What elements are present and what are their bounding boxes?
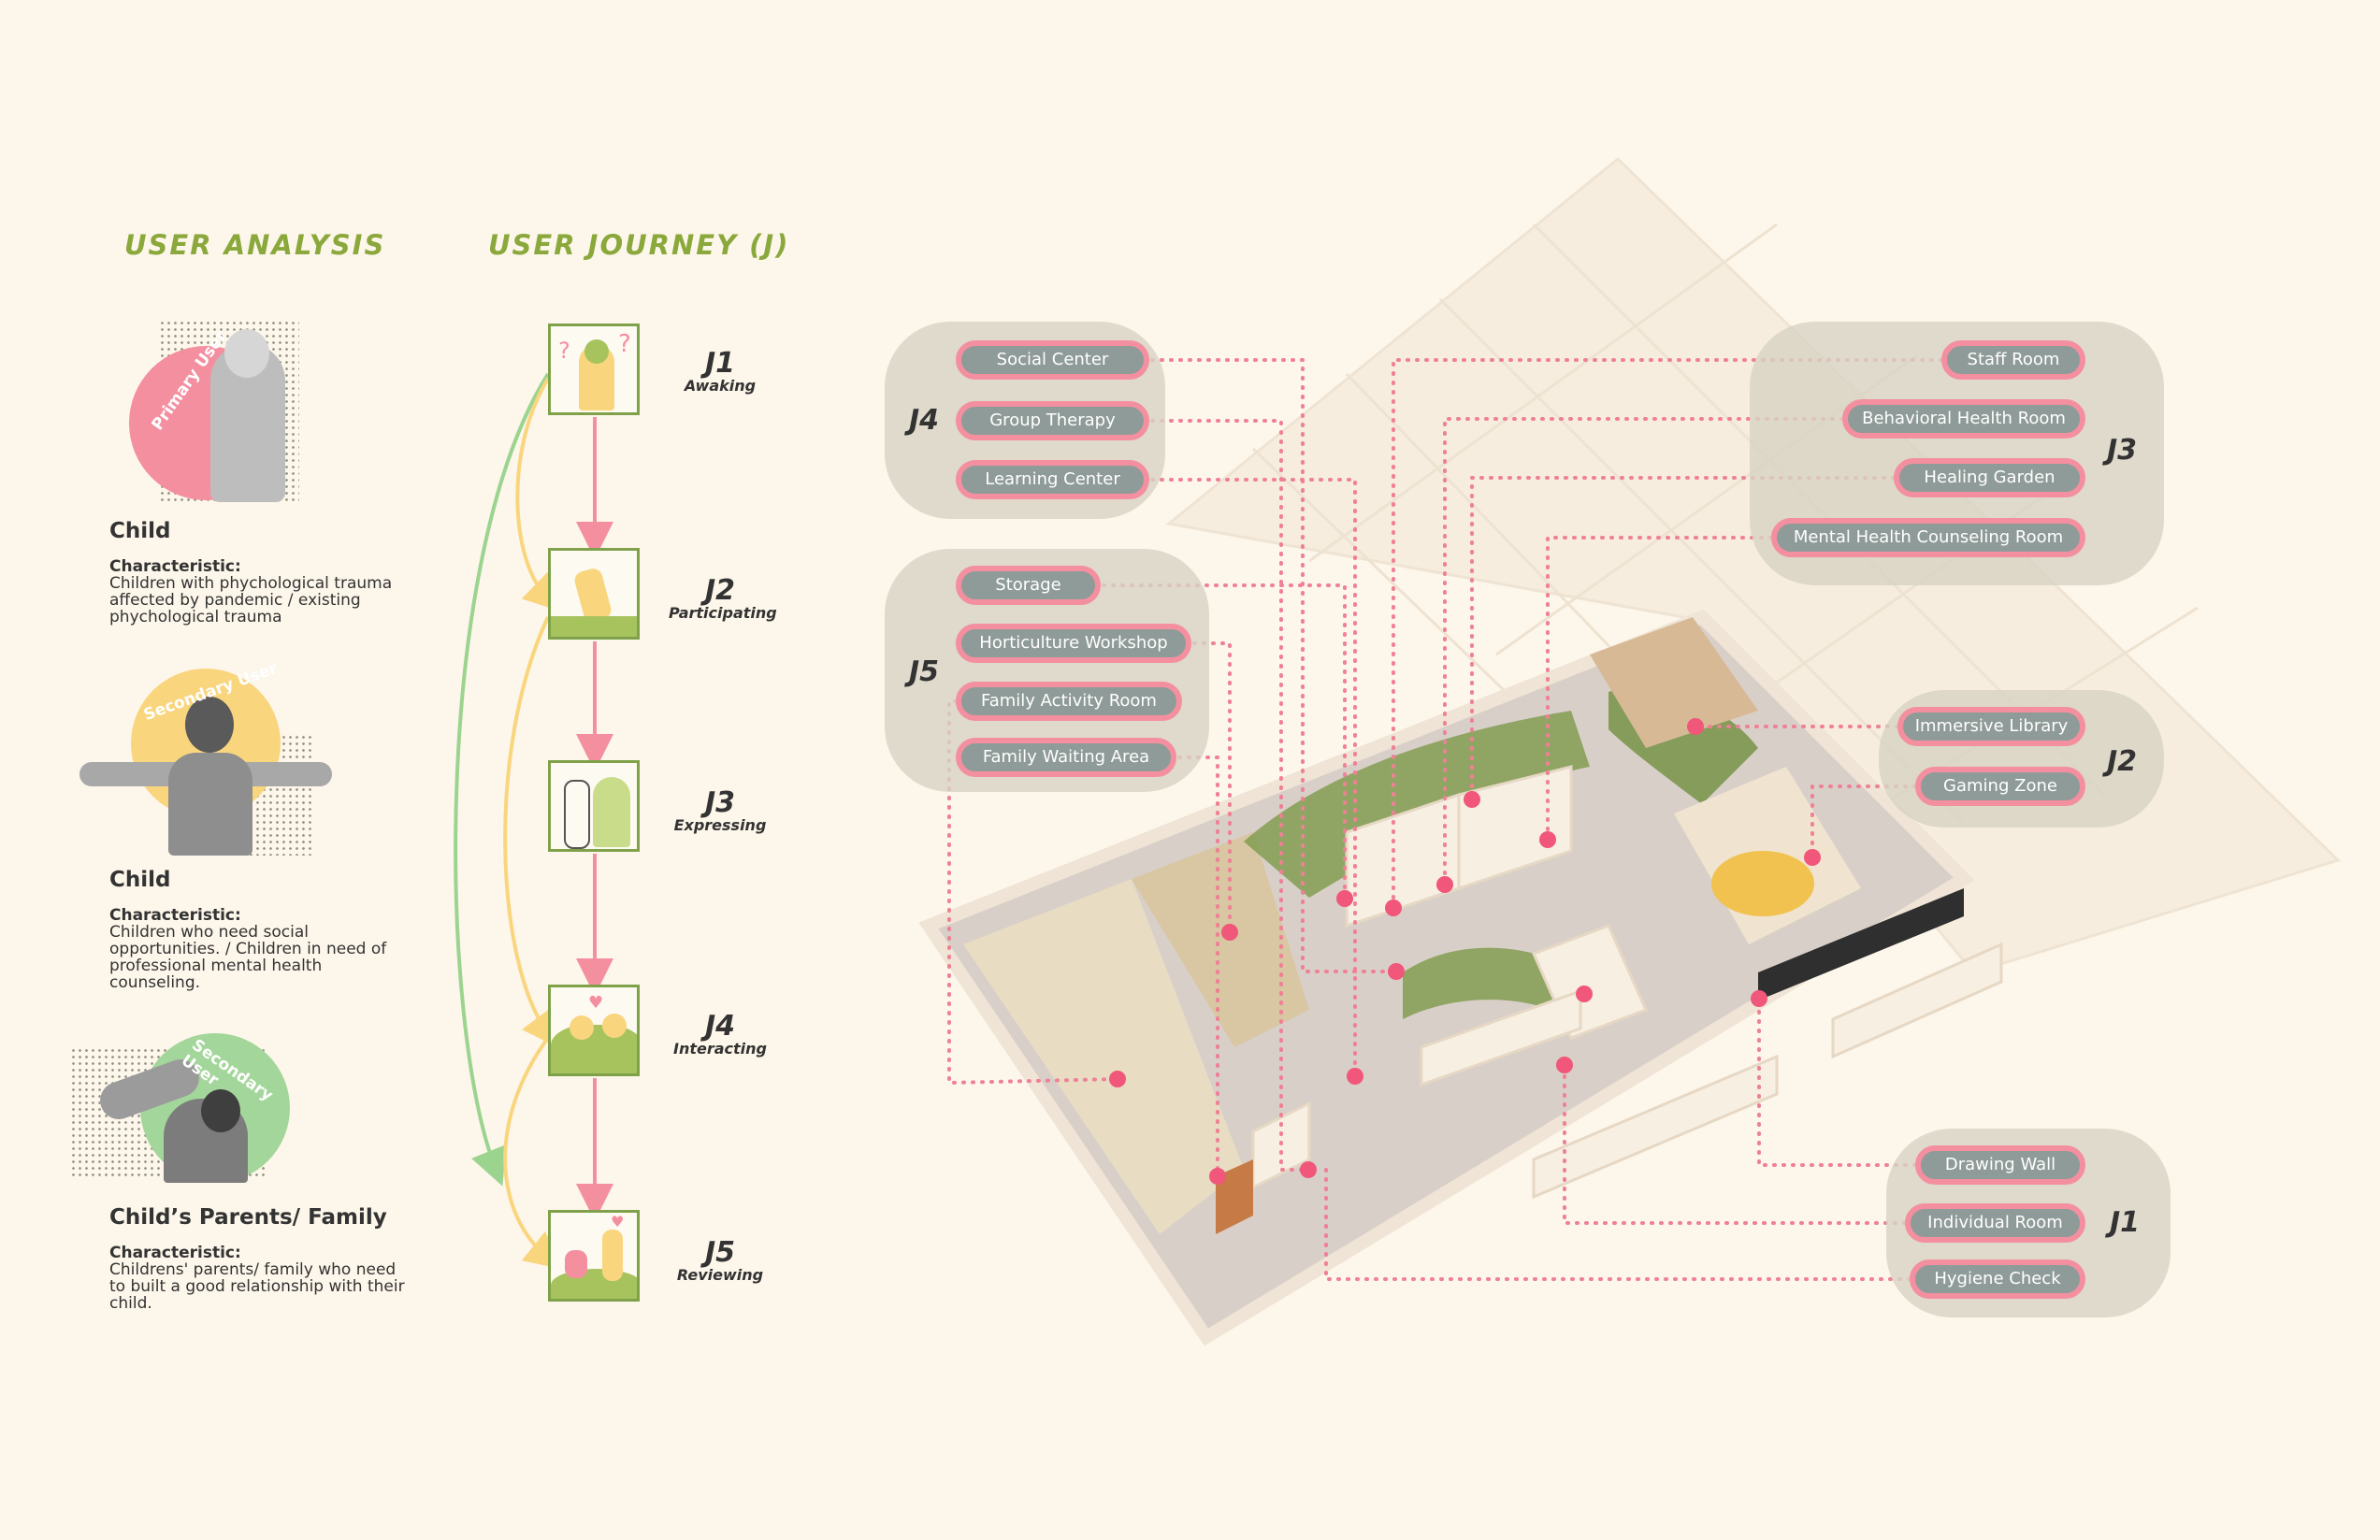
user-characteristic: Characteristic:Children with phychologic…: [109, 558, 409, 626]
yellow-flow-arrows: [503, 377, 563, 1270]
user-journey-title: USER JOURNEY (J): [488, 229, 790, 261]
user-characteristic: Characteristic:Childrens' parents/ famil…: [109, 1245, 409, 1312]
step-label: Expressing: [673, 816, 767, 834]
step-label: Reviewing: [676, 1266, 764, 1284]
characteristic-label: Characteristic:: [109, 906, 241, 925]
user-characteristic: Characteristic:Children who need social …: [109, 907, 409, 991]
drawing-wall-screen: [1758, 888, 1964, 1000]
zone-label-j3: J3: [2107, 434, 2138, 467]
step-id: J3: [704, 786, 736, 819]
room-tag-gaming-zone[interactable]: Gaming Zone: [1915, 767, 2085, 806]
room-tag-family-activity-room[interactable]: Family Activity Room: [956, 682, 1182, 721]
user-analysis-title: USER ANALYSIS: [124, 229, 386, 261]
healing-garden-green: [1244, 711, 1590, 898]
room-tag-staff-room[interactable]: Staff Room: [1941, 340, 2085, 380]
room-tag-horticulture-workshop[interactable]: Horticulture Workshop: [956, 624, 1191, 663]
characteristic-text: Children with phychological trauma affec…: [109, 574, 393, 626]
room-tag-social-center[interactable]: Social Center: [956, 340, 1149, 380]
room-tag-healing-garden[interactable]: Healing Garden: [1894, 458, 2085, 497]
green-flow-arrow: [454, 372, 550, 1187]
zone-label-j2: J2: [2107, 745, 2138, 778]
room-markers: [1109, 718, 1821, 1185]
room-tag-hygiene-check[interactable]: Hygiene Check: [1910, 1259, 2085, 1299]
room-tag-mental-health-counseling-room[interactable]: Mental Health Counseling Room: [1771, 518, 2085, 557]
secondary-user-family-photo: Secondary User: [61, 1033, 295, 1230]
room-tag-storage[interactable]: Storage: [956, 566, 1101, 605]
characteristic-label: Characteristic:: [109, 557, 241, 576]
user-name: Child: [109, 868, 171, 892]
step-label: Interacting: [673, 1040, 767, 1058]
main-floor: [918, 609, 2003, 1346]
room-tag-learning-center[interactable]: Learning Center: [956, 460, 1149, 499]
room-tag-family-waiting-area[interactable]: Family Waiting Area: [956, 738, 1176, 777]
zone-label-j4: J4: [909, 404, 940, 437]
zone-label-j1: J1: [2110, 1206, 2141, 1239]
zone-label-j5: J5: [909, 655, 940, 688]
step-label: Participating: [669, 604, 777, 622]
journey-illustration-j2: [548, 548, 640, 640]
room-tag-behavioral-health-room[interactable]: Behavioral Health Room: [1842, 399, 2085, 439]
step-id: J1: [704, 347, 736, 380]
secondary-user-child-photo: Secondary User: [75, 659, 346, 856]
room-tag-drawing-wall[interactable]: Drawing Wall: [1915, 1145, 2085, 1185]
step-id: J4: [704, 1010, 736, 1043]
characteristic-text: Childrens' parents/ family who need to b…: [109, 1260, 405, 1313]
primary-user-photo: Primary User: [122, 320, 402, 516]
room-tag-group-therapy[interactable]: Group Therapy: [956, 401, 1149, 440]
journey-illustration-j1: ??: [548, 324, 640, 415]
characteristic-text: Children who need social opportunities. …: [109, 923, 387, 992]
room-tag-individual-room[interactable]: Individual Room: [1905, 1203, 2085, 1243]
room-tag-immersive-library[interactable]: Immersive Library: [1897, 707, 2085, 746]
step-id: J5: [704, 1236, 736, 1269]
journey-flow-arrows: [454, 372, 613, 1270]
journey-illustration-j4: ♥: [548, 985, 640, 1076]
characteristic-label: Characteristic:: [109, 1244, 241, 1262]
user-name: Child’s Parents/ Family: [109, 1205, 387, 1230]
leader-lines: [947, 358, 1943, 1281]
step-label: Awaking: [684, 377, 757, 395]
journey-illustration-j5: ♥: [548, 1210, 640, 1302]
step-id: J2: [704, 574, 736, 607]
journey-illustration-j3: [548, 760, 640, 852]
user-name: Child: [109, 519, 171, 543]
